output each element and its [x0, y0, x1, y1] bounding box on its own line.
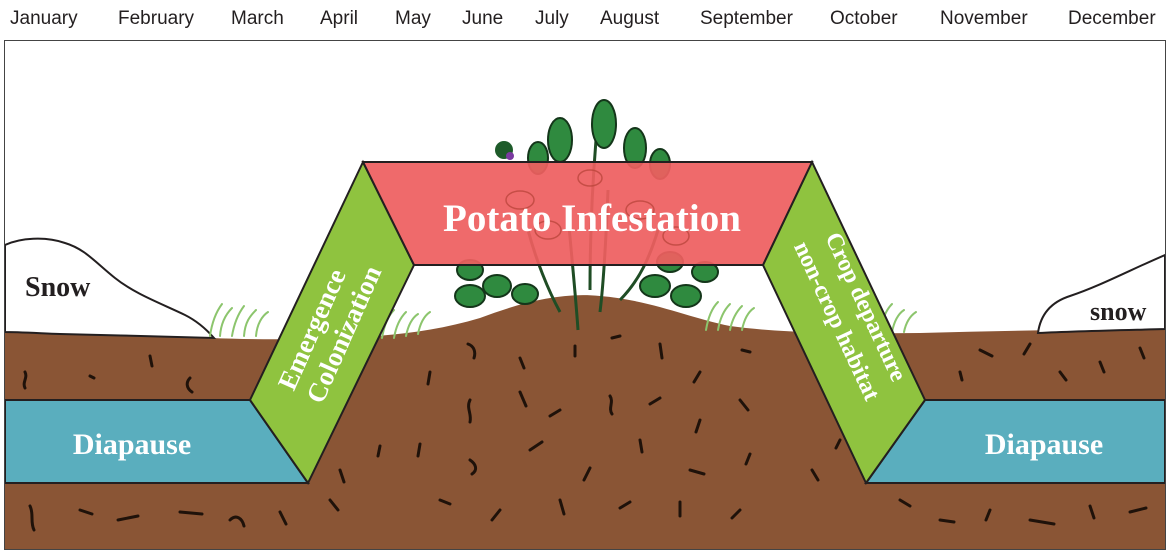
- potato-infestation-label: Potato Infestation: [443, 197, 741, 240]
- snow-label-right: snow: [1090, 297, 1147, 326]
- diapause-label-left: Diapause: [73, 428, 191, 461]
- snow-label-left: Snow: [25, 272, 91, 303]
- diapause-label-right: Diapause: [985, 428, 1103, 461]
